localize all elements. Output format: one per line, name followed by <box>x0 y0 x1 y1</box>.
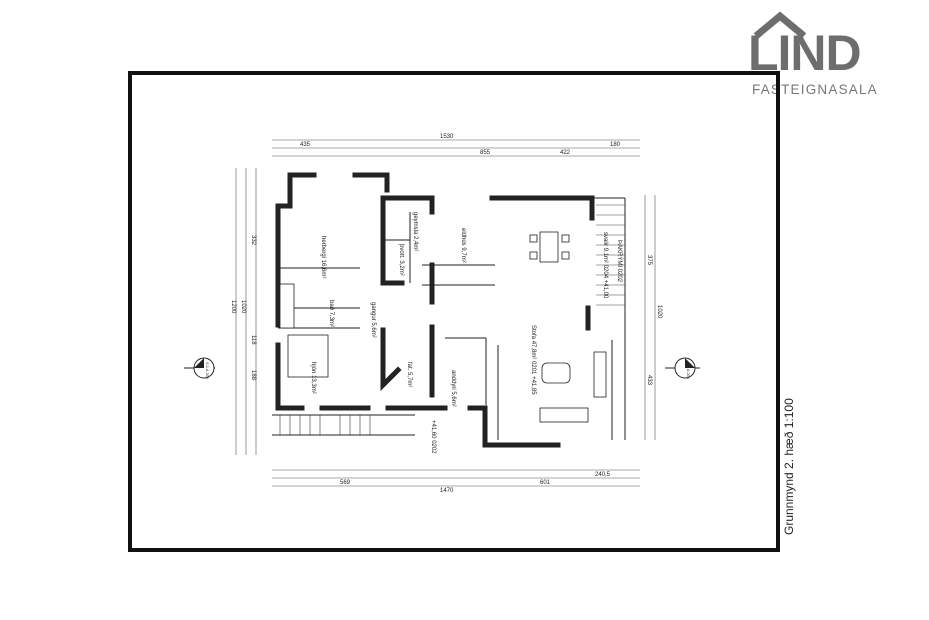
interior-lines <box>272 197 626 440</box>
logo-subtitle: FASTEIGNASALA <box>752 82 878 97</box>
elevation: +41,00 <box>602 280 608 299</box>
elevation: +41,60 <box>430 420 436 439</box>
svg-text:gangur 5,6m²: gangur 5,6m² <box>370 302 376 338</box>
dim-label: 332 <box>250 235 256 246</box>
room-area: 13,3m² <box>310 375 316 394</box>
room-name-stofa: Stofa <box>530 325 536 340</box>
dimension-labels: 1530 435 855 422 180 1470 569 601 240,5 … <box>230 134 662 494</box>
stair-treads <box>279 415 371 435</box>
dim-label: 375 <box>646 255 652 266</box>
svg-text:svalir 9,1m² 0204 +41,00: svalir 9,1m² 0204 +41,00 <box>602 232 608 299</box>
dim-label: 1020 <box>656 305 662 319</box>
room-name-eldhus: eldhús <box>460 228 466 246</box>
dim-label: 180 <box>610 142 621 148</box>
room-name-anddyri: anddyri <box>450 370 456 390</box>
room-name-fat: fat. <box>406 362 412 371</box>
roof-space-label: ÞAKRÝMI 0202 <box>616 240 623 283</box>
dim-label: 1530 <box>440 134 454 140</box>
room-name-geymsla: geymsla <box>412 212 418 235</box>
svg-text:Stofa 47,8m² 0201 +41,85: Stofa 47,8m² 0201 +41,85 <box>530 325 536 395</box>
room-name-hjon: hjón <box>310 362 316 373</box>
dim-label: 422 <box>560 150 571 156</box>
dim-label: 188 <box>250 370 256 381</box>
dim-label: 569 <box>340 480 351 486</box>
section-marker-right: S.1 A 201 <box>665 357 700 380</box>
room-code: 0201 <box>530 361 536 375</box>
room-area: 5,6m² <box>370 322 376 337</box>
svg-text:herbergi 16,6m²: herbergi 16,6m² <box>320 236 326 278</box>
room-name-thvott: þvott. <box>398 244 404 259</box>
svg-text:fat. 5,7m²: fat. 5,7m² <box>406 362 412 387</box>
dim-label: 1020 <box>240 300 246 314</box>
svg-text:geymsla 2,4m²: geymsla 2,4m² <box>412 212 418 251</box>
svg-text:hjón 13,3m²: hjón 13,3m² <box>310 362 316 394</box>
room-name-herbergi: herbergi <box>320 236 326 258</box>
svg-text:S.1 A 201: S.1 A 201 <box>205 362 210 380</box>
svg-text:þvott. 3,2m²: þvott. 3,2m² <box>398 244 404 276</box>
dim-label: 855 <box>480 150 491 156</box>
room-area: 16,6m² <box>320 260 326 279</box>
room-area: 2,4m² <box>412 236 418 251</box>
room-area: 9,7m² <box>460 247 466 262</box>
room-name-svalir: svalir <box>602 232 608 246</box>
room-area: 5,7m² <box>406 372 412 387</box>
room-name-gangur: gangur <box>370 302 376 321</box>
svg-text:S.1 A 201: S.1 A 201 <box>686 362 691 380</box>
lind-logo: LIND FASTEIGNASALA <box>748 10 898 100</box>
section-marker-left: S.1 A 201 <box>184 357 215 380</box>
elevation: +41,85 <box>530 376 536 395</box>
dim-label: 601 <box>540 480 551 486</box>
dim-label: 1200 <box>230 300 236 314</box>
room-area: 3,2m² <box>398 260 404 275</box>
balcony-hatching <box>596 204 625 306</box>
room-name-bad: bað <box>328 300 335 311</box>
furniture <box>279 231 607 423</box>
room-area: 9,1m² <box>602 248 608 263</box>
room-area: 7,3m² <box>328 312 334 327</box>
room-code: 0202 <box>430 440 436 454</box>
svg-text:anddyri 5,6m²: anddyri 5,6m² <box>450 370 456 407</box>
house-roof-icon <box>753 11 807 39</box>
room-labels: herbergi 16,6m² geymsla 2,4m² þvott. 3,2… <box>310 212 623 454</box>
dimension-lines <box>235 139 656 487</box>
walls <box>275 172 595 448</box>
dim-label: 240,5 <box>595 472 611 478</box>
svg-text:+41,60 0202: +41,60 0202 <box>430 420 436 454</box>
svg-text:bað 7,3m²: bað 7,3m² <box>328 300 335 327</box>
svg-text:eldhús 9,7m²: eldhús 9,7m² <box>460 228 466 263</box>
logo-word: LIND <box>748 25 862 81</box>
dim-label: 1470 <box>440 488 454 494</box>
room-area: 5,6m² <box>450 391 456 406</box>
dim-label: 118 <box>250 335 256 345</box>
dim-label: 433 <box>646 375 652 386</box>
drawing-sheet-frame <box>128 71 780 552</box>
room-code: 0204 <box>602 265 608 279</box>
dim-label: 435 <box>300 142 311 148</box>
room-area: 47,8m² <box>530 341 536 360</box>
